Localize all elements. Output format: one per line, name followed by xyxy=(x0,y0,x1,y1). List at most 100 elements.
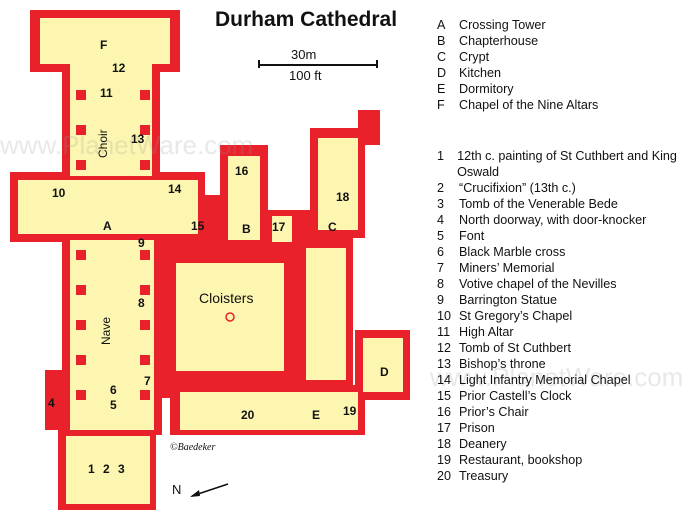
legend-key: 14 xyxy=(437,373,452,387)
label-B: B xyxy=(242,222,251,236)
legend-key: 19 xyxy=(437,453,452,467)
legend-item: 19 Restaurant, bookshop xyxy=(437,452,699,468)
legend-label: 12th c. painting of St Cuthbert and King… xyxy=(457,149,677,179)
legend-label: Kitchen xyxy=(459,66,502,80)
legend-label: Light Infantry Memorial Chapel xyxy=(459,373,631,387)
legend-item: 1 12th c. painting of St Cuthbert and Kin… xyxy=(437,148,699,180)
legend-label: Prison xyxy=(459,421,495,435)
cathedral-floor-plan xyxy=(10,10,410,510)
legend-key: 9 xyxy=(437,293,445,307)
scale-tick xyxy=(376,60,378,68)
label-17: 17 xyxy=(272,220,286,234)
legend-item: 2“Crucifixion” (13th c.) xyxy=(437,180,699,196)
legend-key: 7 xyxy=(437,261,445,275)
legend-label: Tomb of the Venerable Bede xyxy=(459,197,618,211)
legend-label: Miners’ Memorial xyxy=(459,261,555,275)
legend-label: Black Marble cross xyxy=(459,245,566,259)
legend-key: 17 xyxy=(437,421,452,435)
north-label: N xyxy=(172,482,182,497)
legend-key: 13 xyxy=(437,357,452,371)
legend-key: 12 xyxy=(437,341,452,355)
legend-label: Tomb of St Cuthbert xyxy=(459,341,571,355)
legend-key: 18 xyxy=(437,437,452,451)
legend-label: Bishop’s throne xyxy=(459,357,546,371)
watermark: www.PlanetWare.com xyxy=(0,130,254,160)
legend-key: 6 xyxy=(437,245,445,259)
legend-item: 11 High Altar xyxy=(437,324,699,340)
legend-key: D xyxy=(437,66,447,80)
legend-item: 7 Miners’ Memorial xyxy=(437,260,699,276)
legend-key: C xyxy=(437,50,447,64)
legend-item: 13 Bishop’s throne xyxy=(437,356,699,372)
baedeker-credit: ©Baedeker xyxy=(170,442,216,453)
legend-label: Prior Castell’s Clock xyxy=(459,389,572,403)
legend-label: Prior’s Chair xyxy=(459,405,529,419)
label-4: 4 xyxy=(48,396,55,410)
legend-item: D Kitchen xyxy=(437,65,598,81)
legend-item: 12 Tomb of St Cuthbert xyxy=(437,340,699,356)
legend-key: F xyxy=(437,98,445,112)
label-14: 14 xyxy=(168,182,182,196)
label-13: 13 xyxy=(131,132,145,146)
plan-piers xyxy=(76,90,150,400)
legend-label: Dormitory xyxy=(459,82,514,96)
legend-label: High Altar xyxy=(459,325,514,339)
legend-label: Chapel of the Nine Altars xyxy=(459,98,599,112)
legend-key: 20 xyxy=(437,469,452,483)
legend-key: E xyxy=(437,82,446,96)
legend-item: F Chapel of the Nine Altars xyxy=(437,97,598,113)
label-10: 10 xyxy=(52,186,66,200)
legend-label: Restaurant, bookshop xyxy=(459,453,583,467)
north-arrow: N xyxy=(172,480,242,502)
legend-label: Treasury xyxy=(459,469,509,483)
scale-line xyxy=(258,64,378,66)
scale-metric: 30m xyxy=(291,47,317,62)
scale-imperial: 100 ft xyxy=(289,68,322,83)
legend-item: 14 Light Infantry Memorial Chapel xyxy=(437,372,699,388)
label-2: 2 xyxy=(103,462,110,476)
legend-key: 8 xyxy=(437,277,445,291)
label-18: 18 xyxy=(336,190,350,204)
label-12: 12 xyxy=(112,61,126,75)
legend-key: 10 xyxy=(437,309,452,323)
cloister-well xyxy=(225,312,235,322)
label-19: 19 xyxy=(343,404,357,418)
label-D: D xyxy=(380,365,389,379)
legend-item: 10 St Gregory’s Chapel xyxy=(437,308,699,324)
north-arrow-icon xyxy=(190,483,229,497)
legend-label: Font xyxy=(459,229,485,243)
scale-bar: 30m 100 ft xyxy=(255,47,380,88)
legend-item: E Dormitory xyxy=(437,81,598,97)
legend-key: 3 xyxy=(437,197,445,211)
legend-item: 3 Tomb of the Venerable Bede xyxy=(437,196,699,212)
legend-label: St Gregory’s Chapel xyxy=(459,309,573,323)
legend-key: 4 xyxy=(437,213,445,227)
label-C: C xyxy=(328,220,337,234)
legend-item: 6 Black Marble cross xyxy=(437,244,699,260)
legend-key: 1 xyxy=(437,149,445,163)
legend-key: 11 xyxy=(437,325,451,339)
label-cloisters: Cloisters xyxy=(199,290,254,306)
legend-key: 16 xyxy=(437,405,452,419)
legend-item: 20 Treasury xyxy=(437,468,699,484)
label-15: 15 xyxy=(191,219,205,233)
label-11: 11 xyxy=(100,86,113,100)
label-3: 3 xyxy=(118,462,125,476)
label-7: 7 xyxy=(144,374,151,388)
legend-item: 17 Prison xyxy=(437,420,699,436)
label-9: 9 xyxy=(138,236,145,250)
watermark: www.PlanetWare.com xyxy=(430,362,684,392)
label-8: 8 xyxy=(138,296,145,310)
legend-key: 2 xyxy=(437,181,445,195)
label-16: 16 xyxy=(235,164,249,178)
legend-item: 16 Prior’s Chair xyxy=(437,404,699,420)
